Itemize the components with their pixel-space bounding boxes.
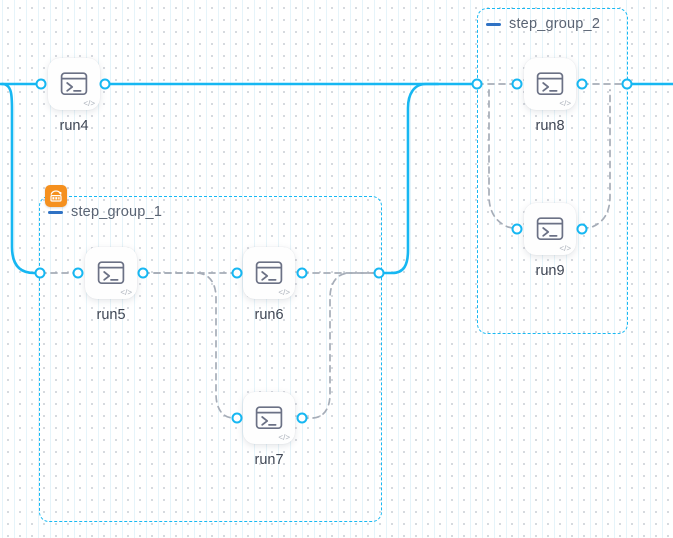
edge-branch-left-down-to-group1[interactable]	[0, 82, 42, 275]
port-run9-out[interactable]	[576, 223, 588, 235]
node-label-run8: run8	[535, 118, 565, 134]
group-header-step_group_1[interactable]: step_group_1	[48, 204, 162, 220]
terminal-icon-glyph	[60, 72, 88, 96]
node-label-run7: run7	[254, 452, 284, 468]
terminal-icon	[254, 258, 284, 288]
node-run8[interactable]: </>	[524, 58, 576, 110]
port-run4-in[interactable]	[35, 78, 47, 90]
port-run5-in[interactable]	[72, 267, 84, 279]
terminal-icon-glyph	[536, 217, 564, 241]
terminal-icon	[535, 214, 565, 244]
port-run6-out[interactable]	[296, 267, 308, 279]
node-label-run9: run9	[535, 263, 565, 279]
group-container-step_group_1[interactable]	[39, 196, 382, 522]
automation-badge-icon[interactable]	[45, 185, 67, 207]
collapse-dash-icon[interactable]	[48, 210, 63, 214]
node-label-run6: run6	[254, 307, 284, 323]
terminal-icon-glyph	[255, 261, 283, 285]
group-label: step_group_1	[71, 204, 163, 220]
port-run5-out[interactable]	[137, 267, 149, 279]
port-run9-in[interactable]	[511, 223, 523, 235]
terminal-icon-glyph	[536, 72, 564, 96]
code-badge-icon: </>	[559, 244, 571, 253]
automation-badge-glyph	[50, 190, 62, 202]
port-group1-out[interactable]	[373, 267, 385, 279]
node-label-run4: run4	[59, 118, 89, 134]
terminal-icon-glyph	[255, 406, 283, 430]
collapse-dash-icon[interactable]	[486, 22, 501, 26]
code-badge-icon: </>	[559, 99, 571, 108]
terminal-icon	[96, 258, 126, 288]
terminal-icon	[535, 69, 565, 99]
port-group2-in[interactable]	[471, 78, 483, 90]
edge-group1-out-up-to-main[interactable]	[377, 82, 440, 275]
node-run4[interactable]: </>	[48, 58, 100, 110]
port-run6-in[interactable]	[231, 267, 243, 279]
group-container-step_group_2[interactable]	[477, 8, 628, 334]
terminal-icon-glyph	[97, 261, 125, 285]
code-badge-icon: </>	[278, 433, 290, 442]
node-run6[interactable]: </>	[243, 247, 295, 299]
port-group2-out[interactable]	[621, 78, 633, 90]
port-run7-out[interactable]	[296, 412, 308, 424]
code-badge-icon: </>	[120, 288, 132, 297]
node-run7[interactable]: </>	[243, 392, 295, 444]
terminal-icon	[59, 69, 89, 99]
port-group1-in[interactable]	[34, 267, 46, 279]
code-badge-icon: </>	[278, 288, 290, 297]
port-run8-in[interactable]	[511, 78, 523, 90]
terminal-icon	[254, 403, 284, 433]
node-label-run5: run5	[96, 307, 126, 323]
node-run5[interactable]: </>	[85, 247, 137, 299]
port-run7-in[interactable]	[231, 412, 243, 424]
group-header-step_group_2[interactable]: step_group_2	[486, 16, 600, 32]
code-badge-icon: </>	[83, 99, 95, 108]
group-label: step_group_2	[509, 16, 601, 32]
port-run4-out[interactable]	[99, 78, 111, 90]
node-run9[interactable]: </>	[524, 203, 576, 255]
port-run8-out[interactable]	[576, 78, 588, 90]
